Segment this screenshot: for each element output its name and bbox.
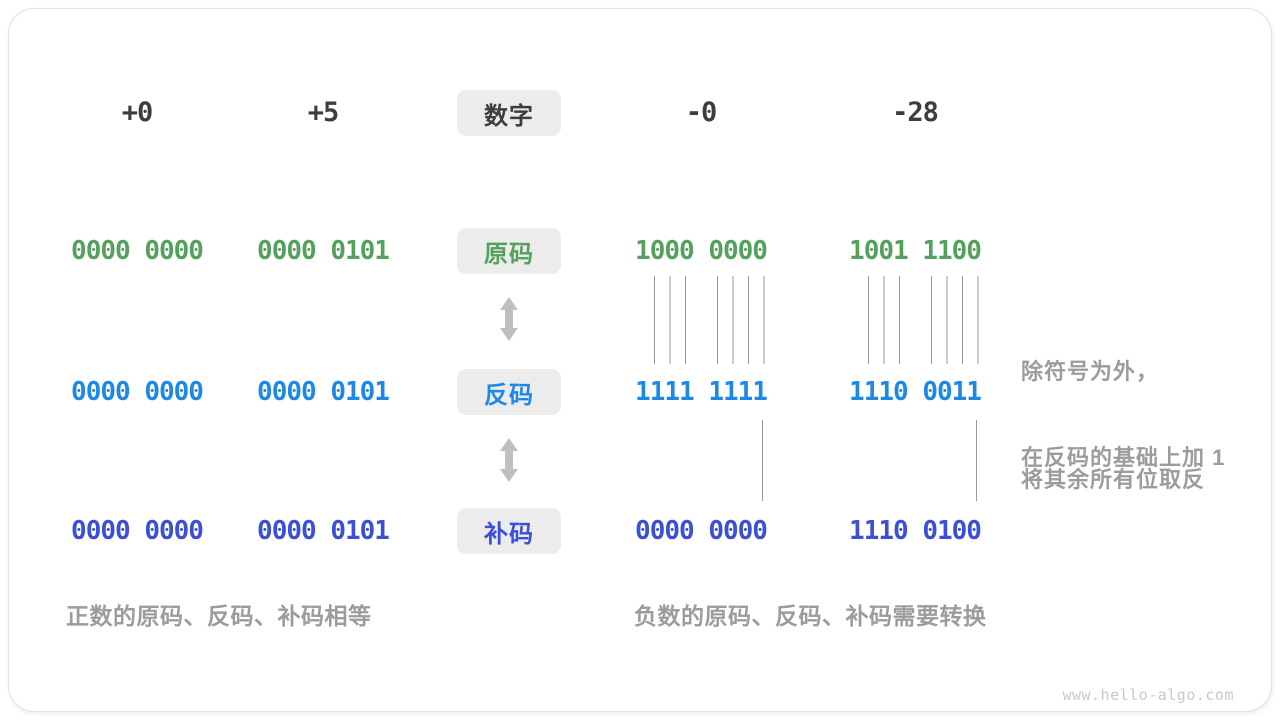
header-value-minus28: -28 — [892, 97, 939, 128]
bit-connector-lines — [654, 276, 686, 364]
invert-annotation-line2: 将其余所有位取反 — [1021, 467, 1206, 492]
binary-value: 0000 0000 — [71, 516, 204, 546]
twos-complement-value-col2: 0000 0101 — [253, 516, 393, 546]
header-label-box: 数字 — [457, 90, 561, 136]
ones-complement-value-col1: 0000 0000 — [67, 377, 207, 407]
header-value-plus0: +0 — [121, 97, 154, 128]
sign-magnitude-label-box: 原码 — [457, 228, 561, 274]
ones-complement-value-col2: 0000 0101 — [253, 377, 393, 407]
figure-card: +0 +5 数字 -0 -28 0000 0000 0000 0101 原码 1… — [8, 8, 1272, 712]
sign-magnitude-value-col1: 0000 0000 — [67, 236, 207, 266]
invert-annotation: 除符号为外， 将其余所有位取反 — [1021, 282, 1205, 570]
binary-value: 0000 0101 — [257, 516, 390, 546]
binary-value: 0000 0000 — [71, 236, 204, 266]
bit-connector-lines — [717, 276, 765, 364]
up-down-arrow-icon — [500, 297, 518, 341]
twos-complement-value-col3: 0000 0000 — [631, 516, 771, 546]
positive-caption: 正数的原码、反码、补码相等 — [66, 603, 372, 629]
sign-magnitude-label: 原码 — [484, 240, 534, 268]
invert-annotation-line1: 除符号为外， — [1021, 359, 1160, 384]
add-one-annotation: 在反码的基础上加 1 — [1021, 445, 1226, 470]
ones-complement-label: 反码 — [484, 381, 534, 409]
binary-value: 0000 0000 — [635, 516, 768, 546]
ones-complement-value-col4: 1110 0011 — [845, 377, 985, 407]
sign-magnitude-value-col4: 1001 1100 — [845, 236, 985, 266]
binary-value: 1110 0011 — [849, 377, 982, 407]
watermark: www.hello-algo.com — [1062, 686, 1234, 704]
plus-one-connector-line — [762, 420, 763, 501]
sign-magnitude-value-col2: 0000 0101 — [253, 236, 393, 266]
binary-value: 1111 1111 — [635, 377, 768, 407]
binary-value: 1110 0100 — [849, 516, 982, 546]
binary-value: 0000 0101 — [257, 377, 390, 407]
ones-complement-label-box: 反码 — [457, 369, 561, 415]
header-value-plus5: +5 — [307, 97, 340, 128]
sign-magnitude-value-col3: 1000 0000 — [631, 236, 771, 266]
twos-complement-value-col4: 1110 0100 — [845, 516, 985, 546]
binary-value: 0000 0101 — [257, 236, 390, 266]
negative-caption: 负数的原码、反码、补码需要转换 — [634, 603, 987, 629]
bit-connector-lines — [868, 276, 900, 364]
binary-value: 1000 0000 — [635, 236, 768, 266]
bit-connector-lines — [931, 276, 979, 364]
header-label: 数字 — [484, 102, 534, 130]
ones-complement-value-col3: 1111 1111 — [631, 377, 771, 407]
plus-one-connector-line — [976, 420, 977, 501]
twos-complement-label: 补码 — [484, 520, 534, 548]
binary-value: 0000 0000 — [71, 377, 204, 407]
twos-complement-value-col1: 0000 0000 — [67, 516, 207, 546]
twos-complement-label-box: 补码 — [457, 508, 561, 554]
up-down-arrow-icon — [500, 438, 518, 482]
binary-value: 1001 1100 — [849, 236, 982, 266]
header-value-minus0: -0 — [685, 97, 718, 128]
